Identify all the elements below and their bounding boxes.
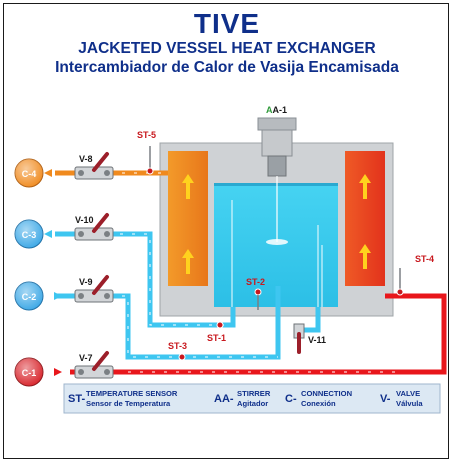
left-arrow-icon (44, 169, 52, 177)
hot-water-line (70, 293, 447, 375)
stirrer-housing (261, 129, 293, 157)
stirrer-motor (257, 117, 297, 131)
legend-aa-code: AA- (214, 393, 234, 405)
connection-c4[interactable]: C-4 (14, 158, 52, 188)
valve-label-v11: V-11 (308, 335, 326, 345)
valve-handle-icon (92, 275, 109, 295)
connection-label: C-2 (22, 292, 37, 302)
flow-marks (110, 295, 278, 358)
hot-pipe (70, 293, 447, 375)
connection-shine (15, 159, 43, 187)
stirrer-label: AA-1 (266, 105, 287, 115)
valve-port-icon (104, 293, 110, 299)
valve-v10[interactable] (74, 213, 114, 241)
sensor-dot-icon (254, 288, 262, 296)
cold-water-flow (110, 172, 278, 358)
stirrer-coupling (267, 155, 287, 177)
valve-port-icon (78, 369, 84, 375)
connection-c1[interactable]: C-1 (14, 357, 62, 387)
legend: ST- TEMPERATURE SENSOR Sensor de Tempera… (63, 383, 441, 414)
sensor-markers (146, 146, 404, 361)
sensor-dot-icon (396, 288, 404, 296)
left-arrow-icon (44, 230, 52, 238)
valve-label-v8: V-8 (79, 154, 93, 164)
legend-box (63, 383, 441, 414)
stirrer-impeller (266, 239, 288, 245)
valve-handle-icon (92, 213, 109, 233)
valve-handle-icon (92, 152, 109, 172)
legend-c-code: C- (285, 393, 297, 405)
connection-c3[interactable]: C-3 (14, 219, 52, 249)
subtitle-spanish: Intercambiador de Calor de Vasija Encami… (55, 59, 399, 76)
valve-handle-icon (92, 351, 109, 371)
up-arrow-icon (182, 174, 194, 199)
up-arrow-icon (359, 174, 371, 199)
legend-c-line1: CONNECTION (301, 389, 352, 398)
valve-port-icon (104, 231, 110, 237)
sensor-dot-icon (146, 167, 154, 175)
valve-v8[interactable] (74, 152, 114, 180)
up-arrow-icon (359, 244, 371, 269)
sensor-label-st4: ST-4 (415, 254, 434, 264)
right-arrow-icon (54, 368, 62, 376)
left-jacket-arrows (182, 174, 194, 274)
right-jacket-arrows (359, 174, 371, 269)
connection-shine (15, 358, 43, 386)
sensor-dot-icon (178, 353, 186, 361)
main-title: TIVE (193, 8, 261, 39)
valve-label-v9: V-9 (79, 277, 93, 287)
valve-port-icon (104, 170, 110, 176)
sensor-dot-icon (216, 321, 224, 329)
sensor-label-st2: ST-2 (246, 277, 265, 287)
vessel-tubes (231, 200, 323, 307)
water-surface-shade (214, 183, 338, 186)
valve-port-icon (78, 231, 84, 237)
stirrer (257, 117, 297, 245)
sensor-label-st1: ST-1 (207, 333, 226, 343)
legend-st-line1: TEMPERATURE SENSOR (86, 389, 178, 398)
valve-port-icon (78, 170, 84, 176)
drain-pipe (302, 307, 321, 333)
legend-aa-line1: STIRRER (237, 389, 271, 398)
subtitle-english: JACKETED VESSEL HEAT EXCHANGER (78, 40, 376, 57)
valve-v7[interactable] (74, 351, 114, 379)
right-arrow-icon (54, 292, 62, 300)
up-arrow-icon (182, 249, 194, 274)
valve-port-icon (104, 369, 110, 375)
stirrer-label-prefix: A (266, 105, 273, 115)
valve-label-v7: V-7 (79, 353, 93, 363)
legend-v-code: V- (380, 393, 391, 405)
connection-c2[interactable]: C-2 (14, 281, 62, 311)
valve-label-v10: V-10 (75, 215, 94, 225)
connection-label: C-4 (22, 169, 37, 179)
legend-st-code: ST- (68, 393, 85, 405)
legend-v-line2: Válvula (396, 399, 423, 408)
valve-port-icon (78, 293, 84, 299)
connection-label: C-1 (22, 368, 37, 378)
legend-c-line2: Conexión (301, 399, 336, 408)
valve-v9[interactable] (74, 275, 114, 303)
sensor-label-st5: ST-5 (137, 130, 156, 140)
connection-shine (15, 282, 43, 310)
connection-label: C-3 (22, 230, 37, 240)
sensor-label-st3: ST-3 (168, 341, 187, 351)
legend-st-line2: Sensor de Temperatura (86, 399, 171, 408)
legend-aa-line2: Agitador (237, 399, 268, 408)
valve-v11[interactable] (293, 323, 305, 354)
stirrer-label-rest: A-1 (273, 105, 288, 115)
connection-shine (15, 220, 43, 248)
flow-marks (120, 233, 233, 326)
legend-v-line1: VALVE (396, 389, 420, 398)
